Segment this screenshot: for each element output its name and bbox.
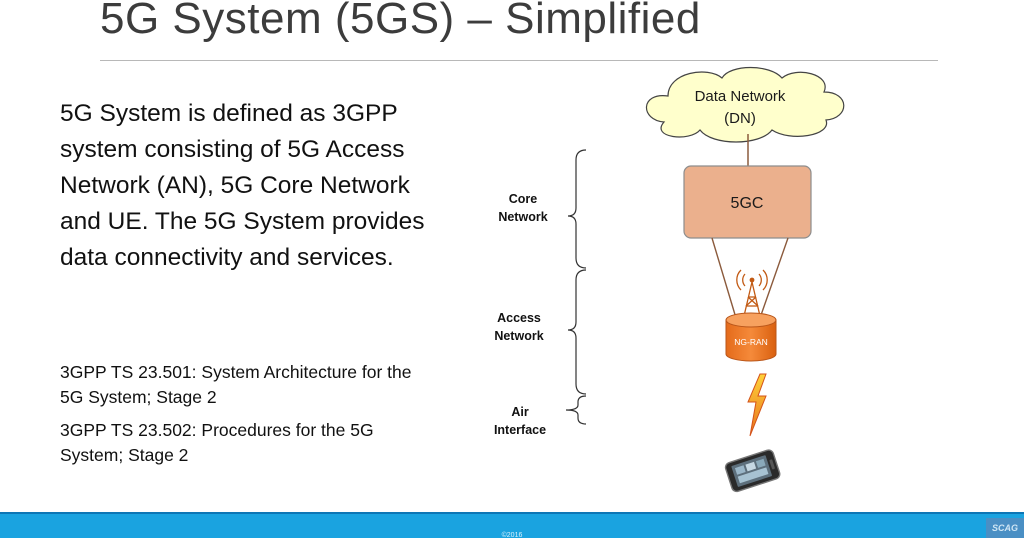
bracket-air-line1: Air <box>511 405 529 419</box>
bracket-access-line2: Network <box>494 329 543 343</box>
footer-accent-line <box>0 512 1024 515</box>
bracket-access-line1: Access <box>497 311 541 325</box>
core-label: 5GC <box>731 195 764 212</box>
ran-label: NG-RAN <box>734 337 768 347</box>
reference-ts-23-501: 3GPP TS 23.501: System Architecture for … <box>60 362 412 407</box>
lightning-icon <box>747 373 767 437</box>
data-network-line1: Data Network <box>695 88 786 105</box>
cloud-icon <box>645 67 845 143</box>
footer-logo: SCAG <box>986 518 1024 538</box>
air-interface-bracket <box>565 395 587 425</box>
title-divider <box>100 60 938 61</box>
core-ran-links <box>711 237 789 319</box>
reference-ts-23-502: 3GPP TS 23.502: Procedures for the 5G Sy… <box>60 420 374 465</box>
data-network-line2: (DN) <box>724 110 756 127</box>
bracket-core-line2: Network <box>498 210 547 224</box>
slide-title: 5G System (5GS) – Simplified <box>100 0 701 43</box>
core-box <box>683 165 812 239</box>
ran-node <box>725 312 777 362</box>
antenna-icon <box>736 269 768 317</box>
body-paragraph: 5G System is defined as 3GPP system cons… <box>60 100 425 271</box>
bracket-core-line1: Core <box>509 192 538 206</box>
footer-bar <box>0 514 1024 538</box>
smartphone-icon <box>724 449 781 493</box>
footer-copyright: ©2016 <box>501 532 523 539</box>
core-network-bracket <box>567 149 587 269</box>
bracket-air-line2: Interface <box>494 423 546 437</box>
access-network-bracket <box>567 269 587 395</box>
